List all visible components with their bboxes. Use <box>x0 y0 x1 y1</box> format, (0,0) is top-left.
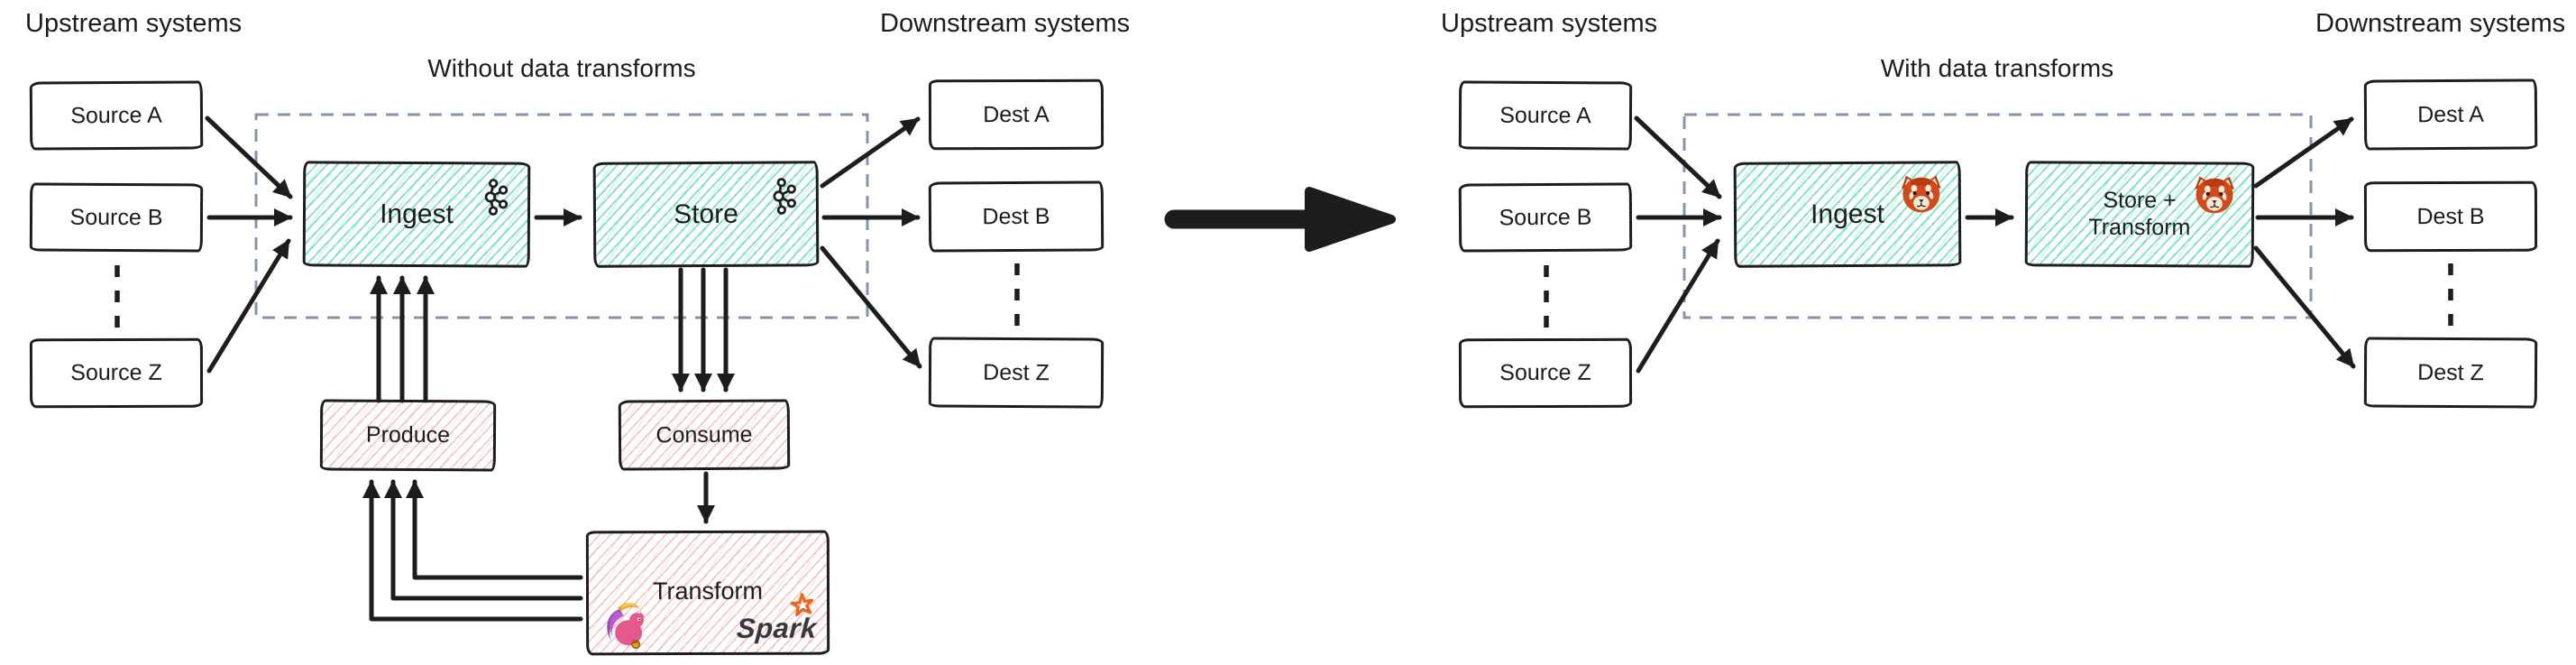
dest-z-box-left: Dest Z <box>928 337 1105 409</box>
produce-label: Produce <box>365 421 451 448</box>
consume-box: Consume <box>618 399 791 471</box>
left-diagram-title: Without data transforms <box>427 54 696 82</box>
ingest-box-left: Ingest <box>302 161 531 268</box>
source-b-label-right: Source B <box>1499 204 1592 230</box>
transform-box: Transform Spark <box>585 530 830 656</box>
kafka-icon <box>479 178 509 216</box>
transition-arrow <box>1164 187 1396 252</box>
source-z-label-left: Source Z <box>70 359 162 386</box>
dest-a-box-left: Dest A <box>928 79 1105 151</box>
dest-a-box-right: Dest A <box>2363 79 2538 151</box>
store-transform-label-line1: Store + <box>2103 187 2177 214</box>
kafka-icon <box>767 177 798 215</box>
source-a-box-left: Source A <box>29 80 204 151</box>
store-box-left: Store <box>592 161 820 268</box>
arrow-source-a-to-ingest-right <box>1634 115 1722 199</box>
flink-icon <box>600 600 646 649</box>
arrow-source-z-to-ingest-left <box>206 238 291 374</box>
source-b-box-right: Source B <box>1458 182 1633 253</box>
store-transform-label-line2: Transform <box>2088 214 2191 240</box>
dest-b-label-left: Dest B <box>982 203 1050 229</box>
spark-star-icon <box>790 593 814 617</box>
source-a-box-right: Source A <box>1458 80 1633 151</box>
dest-b-label-right: Dest B <box>2416 203 2485 229</box>
produce-box: Produce <box>319 399 497 472</box>
right-downstream-label: Downstream systems <box>2315 9 2566 38</box>
dest-z-label-right: Dest Z <box>2417 359 2484 385</box>
arrow-source-a-to-ingest-left <box>205 115 293 199</box>
ingest-box-right: Ingest <box>1733 161 1962 268</box>
arrow-store-to-dest-a-left <box>820 116 921 189</box>
dest-a-label-right: Dest A <box>2417 101 2484 127</box>
source-a-label-left: Source A <box>70 102 162 128</box>
source-b-label-left: Source B <box>69 204 163 230</box>
dest-z-label-left: Dest Z <box>983 359 1050 385</box>
source-b-box-left: Source B <box>29 182 204 253</box>
right-diagram-title: With data transforms <box>1880 54 2114 82</box>
right-upstream-label: Upstream systems <box>1441 9 1658 38</box>
ingest-label-right: Ingest <box>1811 199 1884 229</box>
redpanda-icon <box>2192 174 2237 214</box>
dest-a-label-left: Dest A <box>983 101 1050 127</box>
left-downstream-label: Downstream systems <box>880 9 1131 38</box>
dest-z-box-right: Dest Z <box>2363 337 2538 409</box>
spark-logo-text: Spark <box>735 612 818 644</box>
arrow-transform-to-produce-3 <box>362 479 583 622</box>
consume-label: Consume <box>655 421 753 448</box>
store-transform-label: Store + Transform <box>2088 188 2190 242</box>
dest-b-box-left: Dest B <box>928 180 1105 253</box>
store-transform-box: Store + Transform <box>2024 161 2255 268</box>
spark-logo: Spark <box>736 593 818 645</box>
source-z-label-right: Source Z <box>1499 359 1591 386</box>
redpanda-icon <box>1899 173 1944 213</box>
transition-arrow-head <box>1305 187 1396 252</box>
ellipsis-dashes <box>115 263 2453 328</box>
arrow-source-z-to-ingest-right <box>1636 238 1720 374</box>
store-label-left: Store <box>674 199 738 229</box>
source-z-box-right: Source Z <box>1458 337 1633 409</box>
arrow-store-to-dest-z-right <box>2253 245 2356 369</box>
source-z-box-left: Source Z <box>29 337 204 409</box>
arrow-transform-to-produce-1 <box>405 479 583 580</box>
left-upstream-label: Upstream systems <box>25 9 243 38</box>
arrow-store-to-dest-z-left <box>820 245 922 369</box>
ingest-label-left: Ingest <box>380 199 454 229</box>
dest-b-box-right: Dest B <box>2363 180 2538 253</box>
source-a-label-right: Source A <box>1499 102 1591 128</box>
arrow-store-to-dest-a-right <box>2253 116 2354 189</box>
arrow-transform-to-produce-2 <box>383 479 583 601</box>
